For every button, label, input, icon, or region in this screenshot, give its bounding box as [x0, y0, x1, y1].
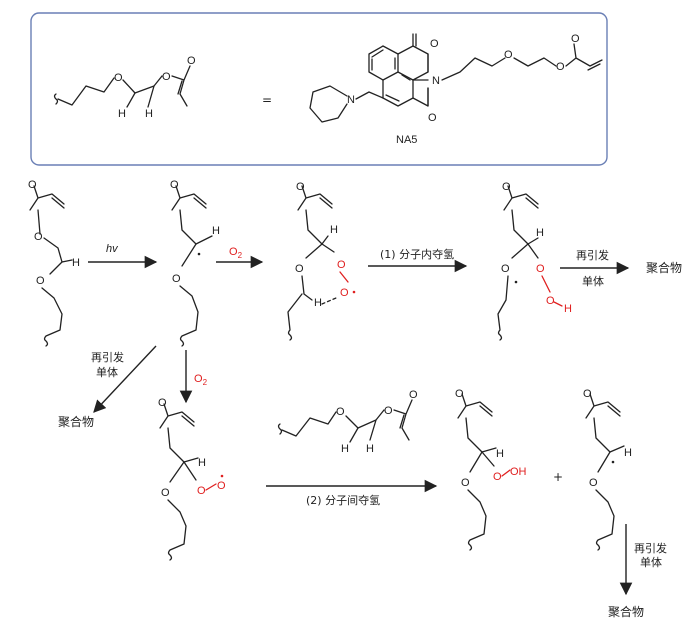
molecule-radical-1: O H O	[170, 179, 220, 347]
label-reinitiate-right-2: 单体	[582, 274, 604, 288]
svg-text:O: O	[34, 231, 43, 243]
svg-text:O: O	[504, 49, 513, 61]
molecule-hydroperoxide-2: O H O OH O	[455, 388, 527, 551]
polymer-left: 聚合物	[58, 414, 94, 429]
svg-text:H: H	[564, 303, 572, 315]
svg-text:O: O	[162, 71, 171, 83]
svg-text:H: H	[118, 108, 126, 120]
svg-text:O: O	[556, 61, 565, 73]
svg-text:O: O	[340, 287, 349, 299]
svg-text:N: N	[432, 75, 440, 87]
svg-text:O: O	[589, 477, 598, 489]
svg-text:H: H	[314, 297, 322, 309]
svg-text:O: O	[296, 181, 305, 193]
svg-text:O: O	[428, 112, 437, 124]
svg-text:O: O	[161, 487, 170, 499]
equals-sign: =	[262, 93, 272, 107]
generic-monomer-fragment: O H H O O	[53, 55, 196, 120]
plus-sign: +	[553, 470, 563, 484]
label-hv: hv	[106, 243, 119, 255]
svg-text:O: O	[583, 388, 592, 400]
svg-text:O: O	[217, 480, 226, 492]
svg-text:O: O	[571, 33, 580, 45]
label-intramolecular: (1) 分子内夺氢	[380, 247, 454, 261]
svg-text:O: O	[501, 263, 510, 275]
polymer-bottom: 聚合物	[608, 604, 644, 619]
svg-text:O: O	[295, 263, 304, 275]
svg-text:O: O	[546, 295, 555, 307]
svg-text:O: O	[384, 405, 393, 417]
svg-text:O: O	[172, 273, 181, 285]
svg-text:H: H	[496, 448, 504, 460]
svg-text:O: O	[493, 471, 502, 483]
svg-text:OH: OH	[510, 466, 527, 478]
label-reinitiate-left-2: 单体	[96, 365, 118, 379]
arrow-reinitiate-left	[93, 345, 157, 413]
molecule-peroxy-2: O H O O O	[158, 397, 226, 561]
svg-text:O: O	[536, 263, 545, 275]
svg-text:O: O	[455, 388, 464, 400]
svg-text:O: O	[197, 485, 206, 497]
svg-text:H: H	[624, 447, 632, 459]
molecule-start: O O H O	[28, 179, 80, 347]
svg-text:O: O	[114, 72, 123, 84]
svg-text:O: O	[36, 275, 45, 287]
molecule-radical-2: O H O	[583, 388, 632, 551]
label-o2-top: O2	[229, 246, 243, 260]
label-intermolecular: (2) 分子间夺氢	[306, 493, 380, 507]
svg-text:N: N	[347, 94, 355, 106]
svg-text:H: H	[145, 108, 153, 120]
svg-text:H: H	[330, 224, 338, 236]
svg-text:H: H	[366, 443, 374, 455]
svg-text:O: O	[502, 181, 511, 193]
svg-text:O: O	[336, 406, 345, 418]
label-reinitiate-right-1: 再引发	[576, 248, 609, 262]
svg-text:H: H	[212, 225, 220, 237]
label-reinitiate-bottom-1: 再引发	[634, 541, 667, 555]
na5-structure: O O N N O O O	[309, 33, 603, 124]
label-reinitiate-left-1: 再引发	[91, 350, 124, 364]
svg-text:O: O	[409, 389, 418, 401]
compound-label-na5: NA5	[396, 134, 417, 146]
svg-text:H: H	[72, 257, 80, 269]
svg-text:O: O	[187, 55, 196, 67]
svg-text:O: O	[158, 397, 167, 409]
molecule-hydroperoxide-1: O H O O H O	[497, 181, 572, 341]
svg-text:O: O	[28, 179, 37, 191]
svg-text:H: H	[198, 457, 206, 469]
svg-text:O: O	[337, 259, 346, 271]
label-reinitiate-bottom-2: 单体	[640, 555, 662, 569]
svg-text:O: O	[461, 477, 470, 489]
legend-box	[30, 12, 608, 166]
svg-text:H: H	[341, 443, 349, 455]
svg-text:H: H	[536, 227, 544, 239]
polymer-top-right: 聚合物	[646, 260, 682, 275]
molecule-peroxy-1: O H O O O H	[287, 181, 356, 341]
molecule-donor-chain: O H H O O	[277, 389, 418, 455]
svg-text:O: O	[170, 179, 179, 191]
svg-text:O: O	[430, 38, 439, 50]
label-o2-down: O2	[194, 373, 208, 387]
